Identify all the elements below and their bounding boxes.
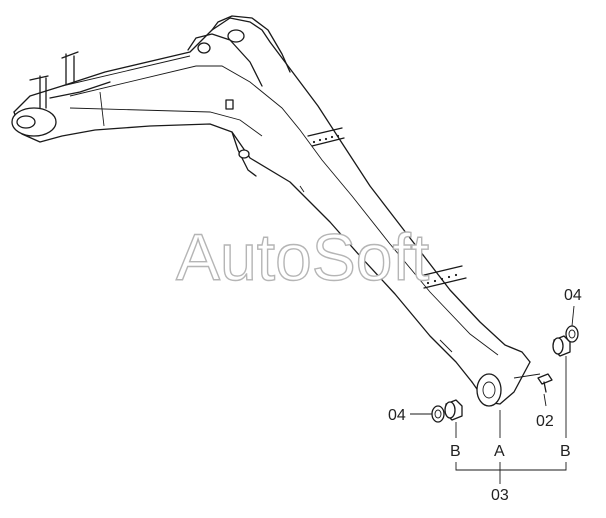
part-bushing-right — [552, 335, 571, 357]
reference-letter-a: A — [494, 443, 505, 460]
leader-lines — [410, 305, 575, 484]
callout-04-left: 04 — [388, 407, 406, 424]
callout-02: 02 — [536, 413, 554, 430]
reference-letter-b-right: B — [560, 443, 571, 460]
part-seal-ring-left — [431, 405, 445, 423]
callout-04-top: 04 — [564, 287, 582, 304]
part-seal-ring-right — [565, 325, 579, 343]
callout-03: 03 — [491, 487, 509, 504]
watermark: AutoSoft — [176, 220, 429, 294]
part-grease-fitting — [537, 373, 553, 393]
reference-letter-b-left: B — [450, 443, 461, 460]
part-bushing-left — [444, 399, 463, 421]
excavator-boom — [11, 15, 541, 407]
